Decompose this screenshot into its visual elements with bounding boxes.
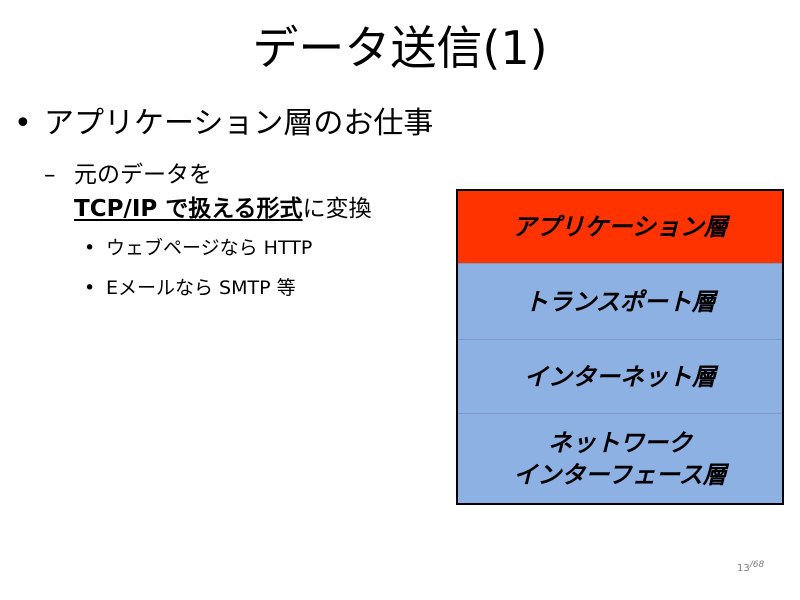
- layer-label-line1: ネットワーク: [548, 428, 692, 457]
- bullet-dot-icon: •: [84, 237, 96, 259]
- bullet-level2: –元のデータを TCP/IP で扱える形式に変換: [44, 158, 372, 226]
- bullet-level3-text: Eメールなら SMTP 等: [106, 277, 296, 299]
- page-total-value: 68: [752, 560, 765, 570]
- layer-label: アプリケーション層: [512, 213, 728, 241]
- bullet-level1: • アプリケーション層のお仕事: [14, 102, 433, 146]
- bullet-dash-icon: –: [44, 162, 56, 188]
- bullet-level2-line1: –元のデータを: [44, 158, 372, 192]
- bullet-dot-icon: •: [14, 106, 32, 141]
- bullet-level2-rest: に変換: [302, 196, 372, 222]
- emphasis-text: TCP/IP で扱える形式: [74, 196, 303, 222]
- page-number: 13/68: [737, 560, 765, 574]
- page-slash: /: [749, 560, 753, 570]
- layer-label: トランスポート層: [524, 287, 716, 316]
- slide-title: データ送信(1): [252, 21, 548, 75]
- layer-label: インターネット層: [524, 362, 716, 391]
- page-current: 13: [737, 563, 750, 574]
- layer-stack-diagram: アプリケーション層 トランスポート層 インターネット層 ネットワーク インターフ…: [456, 189, 784, 505]
- layer-transport: トランスポート層: [458, 263, 782, 339]
- bullet-level3-item: • Eメールなら SMTP 等: [84, 274, 296, 302]
- layer-application: アプリケーション層: [458, 191, 782, 263]
- bullet-level3-item: • ウェブページなら HTTP: [84, 234, 312, 262]
- layer-network-interface: ネットワーク インターフェース層: [458, 413, 782, 503]
- bullet-level2-line2: TCP/IP で扱える形式に変換: [44, 192, 372, 226]
- bullet-dot-icon: •: [84, 277, 96, 299]
- bullet-level3-text: ウェブページなら HTTP: [106, 237, 313, 259]
- layer-internet: インターネット層: [458, 339, 782, 413]
- bullet-level1-text: アプリケーション層のお仕事: [44, 106, 434, 141]
- bullet-level2-text: 元のデータを: [74, 162, 212, 188]
- page-total: /68: [750, 560, 765, 570]
- layer-label-line2: インターフェース層: [513, 460, 727, 489]
